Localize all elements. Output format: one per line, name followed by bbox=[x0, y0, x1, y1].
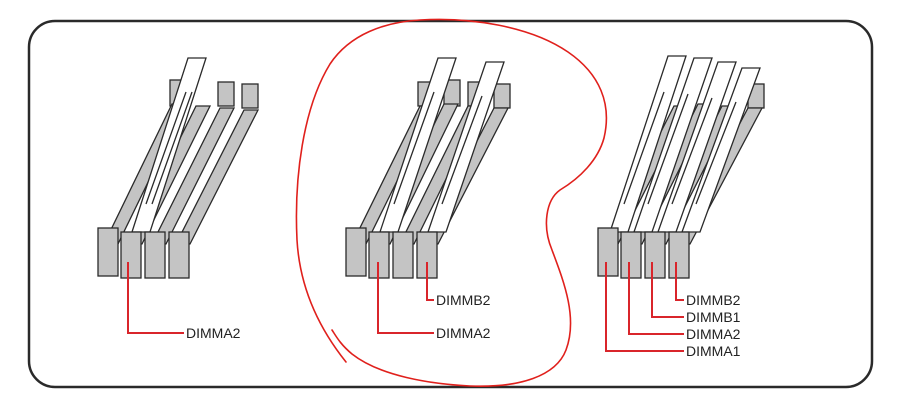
memory-module bbox=[379, 57, 505, 233]
leader-line-dimma2 bbox=[628, 262, 684, 335]
dimm-slot-bank bbox=[97, 57, 260, 279]
leader-line-dimma1 bbox=[605, 262, 684, 352]
slot-label-dimma2: DIMMA2 bbox=[436, 325, 491, 341]
slot-label-dimma2: DIMMA2 bbox=[686, 326, 741, 342]
config-dual-module: DIMMB2 DIMMA2 bbox=[345, 57, 511, 341]
memory-module bbox=[609, 55, 761, 233]
config-single-module: DIMMA2 bbox=[97, 57, 260, 341]
leader-line-dimma2 bbox=[377, 262, 434, 334]
leader-line-dimma2 bbox=[127, 262, 184, 334]
slot-label-dimma1: DIMMA1 bbox=[686, 343, 741, 359]
slot-label-dimmb1: DIMMB1 bbox=[686, 309, 741, 325]
leader-line-dimmb2 bbox=[426, 262, 434, 301]
slot-front-latch bbox=[97, 227, 190, 279]
dimm-slot-bank bbox=[597, 55, 765, 279]
slot-front-latch bbox=[597, 227, 690, 279]
dimm-slot-bank bbox=[345, 57, 511, 279]
config-quad-module: DIMMB2 DIMMB1 DIMMA2 DIMMA1 bbox=[597, 55, 765, 359]
slot-label-dimmb2: DIMMB2 bbox=[436, 292, 491, 308]
leader-line-dimmb2 bbox=[675, 262, 684, 301]
slot-front-latch bbox=[345, 227, 438, 279]
hand-drawn-highlight-circle bbox=[295, 18, 608, 387]
slot-label-dimmb2: DIMMB2 bbox=[686, 292, 741, 308]
memory-module bbox=[131, 57, 207, 233]
leader-line-dimmb1 bbox=[651, 262, 684, 318]
slot-label-dimma2: DIMMA2 bbox=[186, 325, 241, 341]
